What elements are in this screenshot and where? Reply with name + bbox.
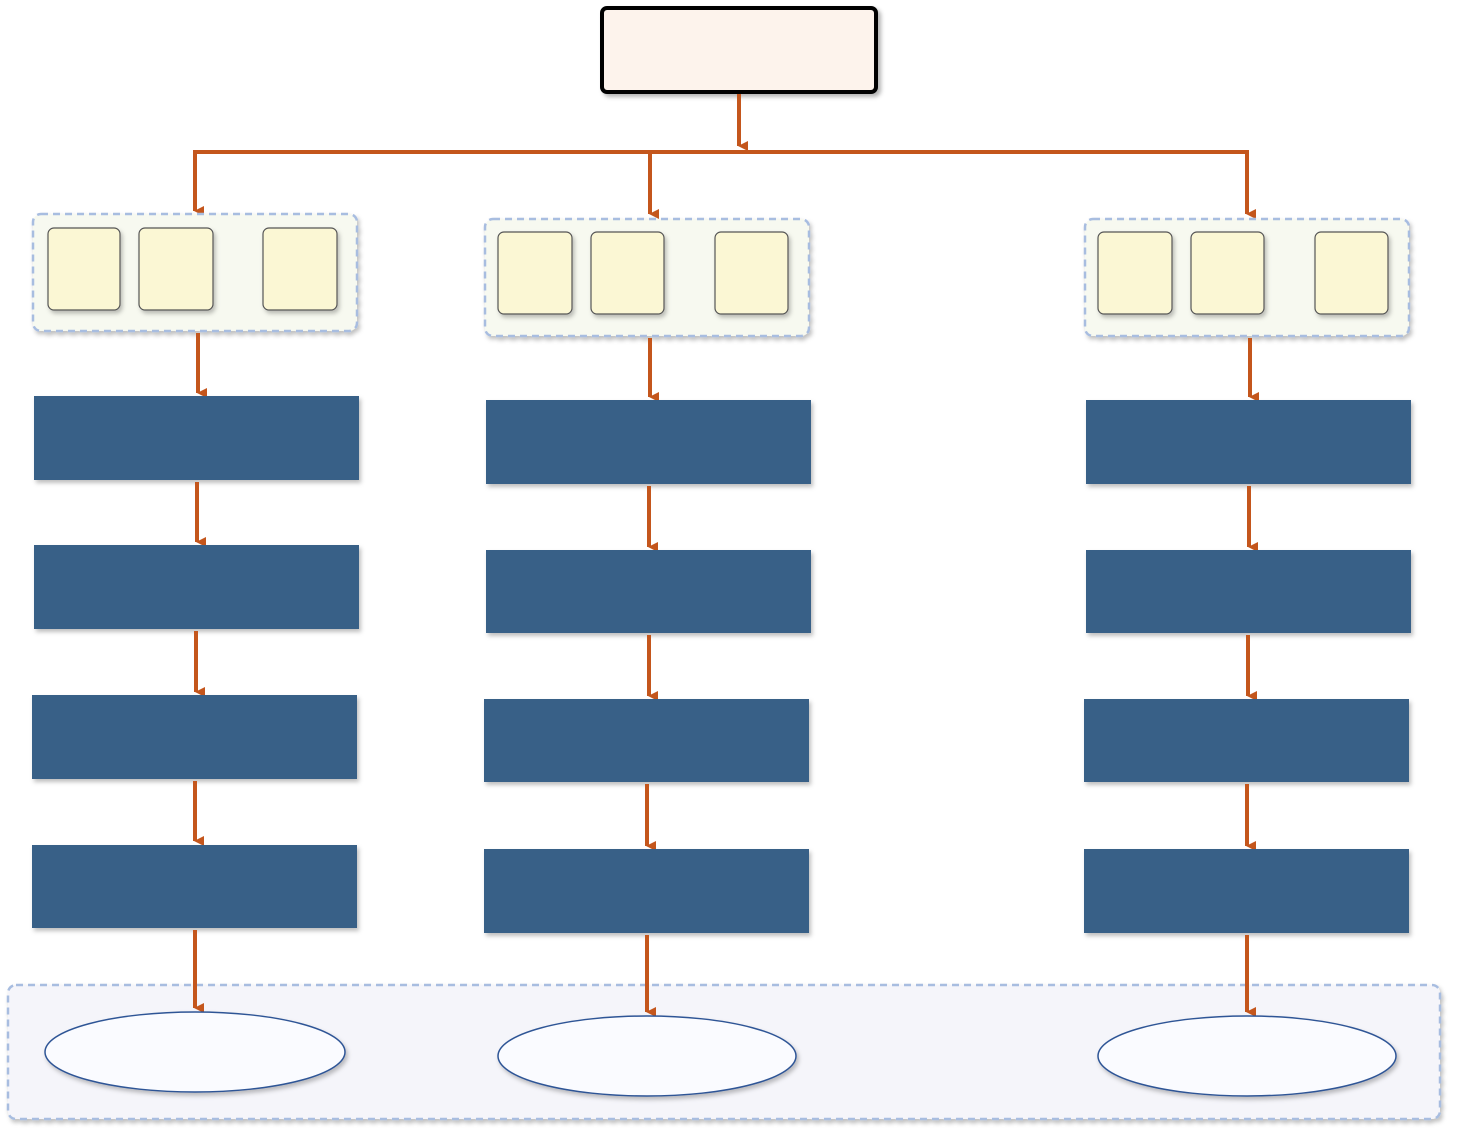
root-node: [600, 6, 878, 94]
step-box: [32, 695, 357, 779]
card: [590, 231, 665, 315]
card: [1097, 231, 1173, 315]
step-box: [1086, 400, 1411, 484]
card: [138, 227, 214, 311]
step-box: [32, 845, 357, 928]
column-3: [1083, 217, 1411, 1097]
card: [497, 231, 573, 315]
step-box: [1084, 699, 1409, 782]
step-box: [1084, 849, 1409, 933]
card: [714, 231, 789, 315]
column-2: [483, 217, 811, 1097]
column-1: [31, 212, 359, 1093]
step-box: [34, 396, 359, 480]
step-box: [1086, 550, 1411, 633]
step-box: [484, 699, 809, 782]
step-box: [486, 550, 811, 633]
card: [47, 227, 121, 311]
step-box: [34, 545, 359, 629]
step-box: [486, 400, 811, 484]
card: [262, 227, 338, 311]
result-ellipse: [1097, 1015, 1397, 1097]
card: [1190, 231, 1265, 315]
result-ellipse: [44, 1011, 346, 1093]
card: [1314, 231, 1389, 315]
step-box: [484, 849, 809, 933]
result-ellipse: [497, 1015, 797, 1097]
